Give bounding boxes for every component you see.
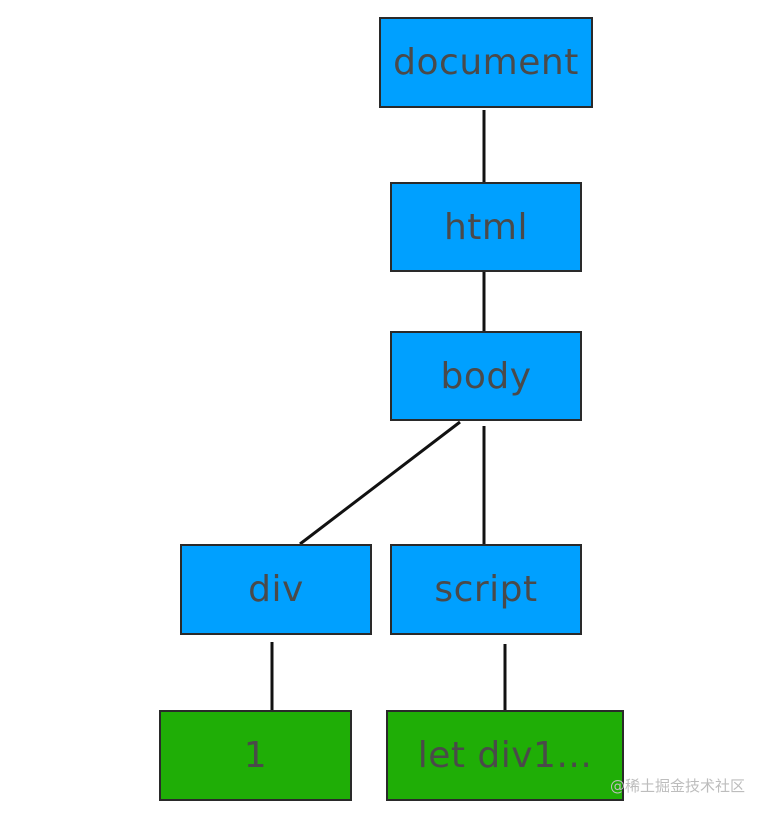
node-script: script bbox=[390, 544, 582, 635]
watermark: @稀土掘金技术社区 bbox=[610, 777, 746, 795]
node-body: body bbox=[390, 331, 582, 421]
node-html: html bbox=[390, 182, 582, 272]
node-document: document bbox=[379, 17, 593, 108]
node-text-1: 1 bbox=[159, 710, 352, 801]
node-text-script: let div1... bbox=[386, 710, 624, 801]
edge-body-div bbox=[299, 420, 461, 546]
node-div: div bbox=[180, 544, 372, 635]
